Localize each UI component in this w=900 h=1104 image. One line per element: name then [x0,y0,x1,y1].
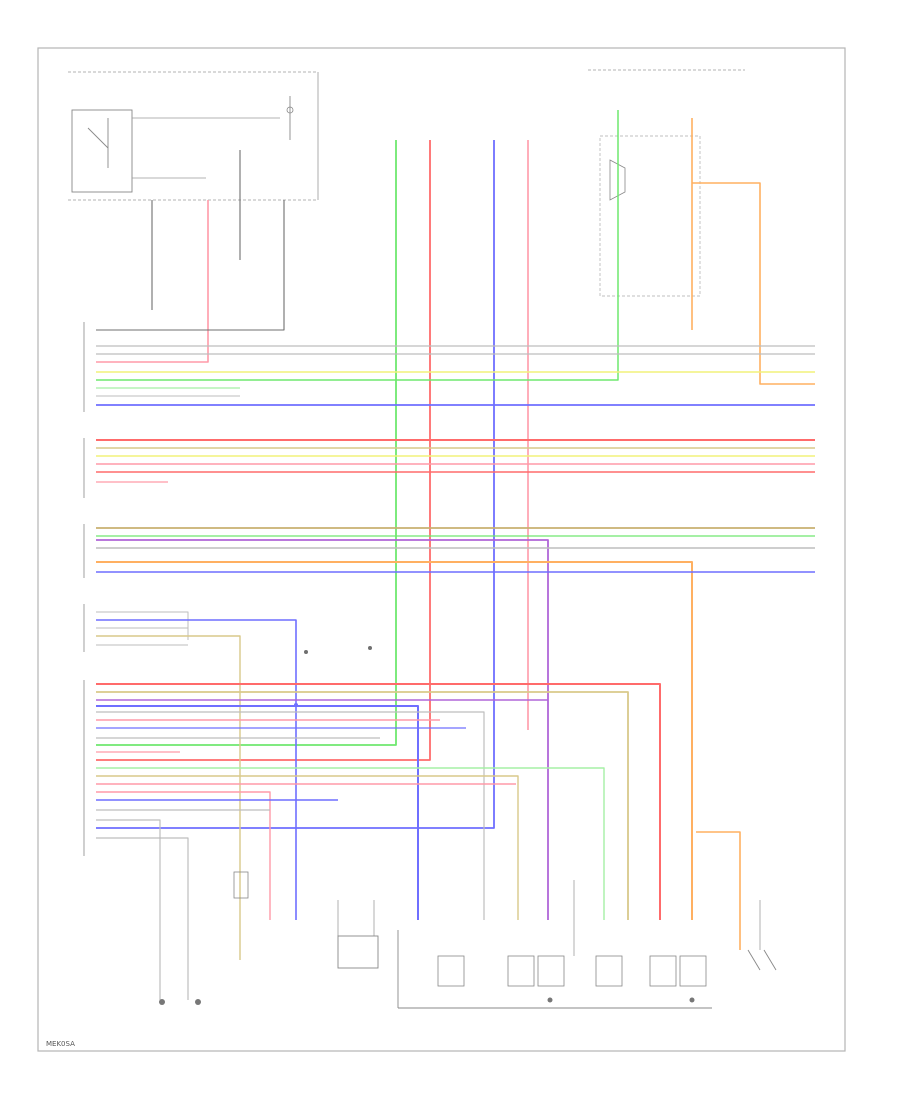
wire-56 [732,831,741,890]
main-relay-box [68,71,319,201]
wire-3 [96,200,285,331]
splice-point-58 [304,650,308,654]
left-ground-box [588,69,745,297]
wire-25 [96,539,549,920]
wire-6 [96,140,495,829]
wire-46 [96,791,271,920]
wire-50 [96,837,189,1000]
bottom-components [159,871,777,1009]
wire-1 [96,200,209,363]
wire-4 [96,140,397,746]
wire-44 [96,775,519,920]
figure-id: MEK0SA [46,1040,75,1048]
wire-35 [96,691,629,920]
wire-34 [96,683,661,920]
wire-10 [692,182,815,385]
wire-27 [96,561,693,920]
splice-point-60 [294,703,298,707]
wires-layer [96,110,815,1000]
wire-30 [96,619,297,920]
wire-49 [96,819,161,1000]
wire-8 [96,110,619,381]
wire-43 [96,767,605,920]
diagram-frame [37,47,846,1052]
wire-5 [96,140,431,761]
splice-point-59 [368,646,372,650]
wire-37 [96,705,419,920]
wire-38 [96,711,485,920]
wire-29 [96,611,189,640]
wire-32 [96,635,241,960]
